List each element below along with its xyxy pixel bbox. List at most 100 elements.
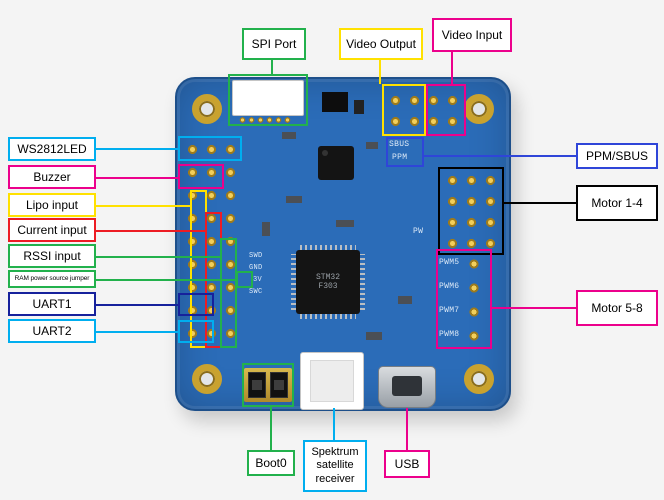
label-usb-text: USB (394, 456, 420, 471)
label-motor-5-8-text: Motor 5-8 (591, 300, 643, 315)
silk-pwm5: PWM5 (439, 258, 460, 267)
silk-pw: PW (413, 227, 424, 236)
smd-component (366, 332, 382, 340)
label-lipo-input: Lipo input (8, 193, 96, 217)
label-boot0: Boot0 (247, 450, 295, 476)
silk-sbus: SBUS (389, 140, 410, 149)
label-motor-5-8: Motor 5-8 (576, 290, 658, 326)
mcu-marking-line2: F303 (318, 282, 338, 291)
highlight-ram-jumper (236, 271, 253, 288)
mcu-pins-top (300, 245, 356, 250)
pwm-5-8-pin-header (464, 252, 484, 348)
label-current-input-text: Current input (17, 222, 87, 237)
spektrum-connector-slot (310, 360, 354, 402)
reset-button-cap (274, 380, 284, 390)
silk-swc: SWC (249, 288, 263, 296)
mounting-hole-top-left (192, 94, 222, 124)
boot-button-cap (252, 380, 262, 390)
highlight-video-input (426, 84, 466, 136)
label-ram-jumper: RAM power source jumper (8, 270, 96, 288)
label-spi-port-text: SPI Port (251, 36, 297, 51)
label-spi-port: SPI Port (242, 28, 306, 60)
leader-uart1 (96, 304, 178, 306)
leader-video-input (451, 52, 453, 84)
label-uart2: UART2 (8, 319, 96, 343)
spi-connector-pins (238, 114, 292, 126)
mounting-hole-top-right (464, 94, 494, 124)
highlight-ppm-sbus (386, 137, 424, 167)
usb-port-opening (392, 376, 422, 396)
mcu-marking-line1: STM32 (315, 273, 340, 282)
leader-ram-jumper (96, 279, 236, 281)
usb-port (378, 366, 436, 408)
highlight-spi-port (228, 74, 308, 126)
label-motor-1-4: Motor 1-4 (576, 185, 658, 221)
mounting-hole-bottom-right (464, 364, 494, 394)
silk-gnd: GND (249, 264, 263, 272)
silk-swd: SWD (249, 252, 263, 260)
motor-1-4-pin-header (443, 170, 500, 254)
label-usb: USB (384, 450, 430, 478)
label-video-output: Video Output (339, 28, 423, 60)
highlight-buzzer (178, 164, 224, 189)
silk-ppm: PPM (392, 153, 408, 162)
highlight-motor-1-4 (438, 167, 504, 255)
leader-lipo-input (96, 205, 190, 207)
label-motor-1-4-text: Motor 1-4 (591, 195, 643, 210)
smd-component (322, 92, 348, 112)
highlight-motor-5-8 (436, 249, 492, 349)
smd-component (366, 142, 378, 149)
label-ws2812led: WS2812LED (8, 137, 96, 161)
mcu-pins-left (291, 254, 296, 310)
label-spektrum-text: Spektrum satellite receiver (311, 446, 359, 485)
leader-current-input (96, 230, 205, 232)
smd-component (262, 222, 270, 236)
leader-spi-port (271, 60, 273, 74)
silk-pwm8: PWM8 (439, 330, 460, 339)
label-lipo-input-text: Lipo input (25, 197, 79, 212)
label-uart1-text: UART1 (32, 296, 72, 311)
leader-spektrum (333, 408, 335, 440)
label-spektrum: Spektrum satellite receiver (303, 440, 367, 492)
left-pin-header (183, 138, 240, 345)
reset-button (270, 372, 288, 398)
spi-connector (232, 80, 304, 116)
label-buzzer: Buzzer (8, 165, 96, 189)
mcu-pins-right (360, 254, 365, 310)
label-video-input: Video Input (432, 18, 512, 52)
leader-usb (406, 408, 408, 450)
label-boot0-text: Boot0 (255, 455, 287, 470)
smd-component (398, 296, 412, 304)
label-current-input: Current input (8, 218, 96, 242)
label-ram-jumper-text: RAM power source jumper (14, 275, 90, 283)
boot-button (248, 372, 266, 398)
leader-boot0 (270, 407, 272, 450)
highlight-uart1 (178, 293, 214, 316)
label-ws2812led-text: WS2812LED (17, 141, 87, 156)
smd-component (286, 196, 302, 203)
leader-motor-1-4 (504, 202, 576, 204)
highlight-ws2812led (178, 136, 242, 161)
highlight-uart2 (178, 320, 214, 343)
leader-video-output (379, 60, 381, 84)
smd-component (282, 132, 296, 139)
label-video-input-text: Video Input (441, 27, 503, 42)
mcu-pins-bottom (300, 314, 356, 319)
mounting-hole-bottom-left (192, 364, 222, 394)
mcu-marking: STM32 F303 (296, 250, 360, 314)
smd-component (336, 220, 354, 227)
leader-motor-5-8 (492, 307, 576, 309)
label-ppm-sbus: PPM/SBUS (576, 143, 658, 169)
gyro-chip-pin1-dot (322, 150, 328, 156)
label-uart1: UART1 (8, 292, 96, 316)
label-rssi-input-text: RSSI input (23, 248, 81, 263)
smd-component (354, 100, 364, 114)
label-uart2-text: UART2 (32, 323, 72, 338)
highlight-video-output (382, 84, 426, 136)
label-buzzer-text: Buzzer (33, 169, 71, 184)
label-video-output-text: Video Output (346, 36, 416, 51)
leader-ppm-sbus (424, 155, 576, 157)
leader-ws2812led (96, 148, 178, 150)
silk-pwm6: PWM6 (439, 282, 460, 291)
